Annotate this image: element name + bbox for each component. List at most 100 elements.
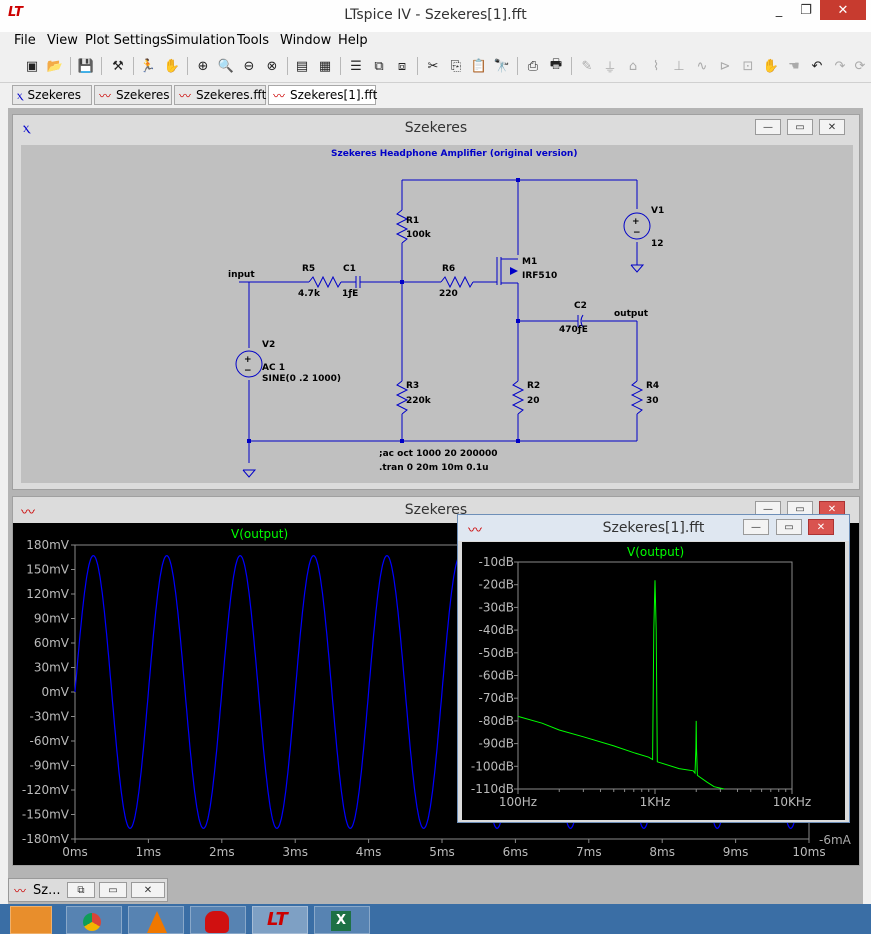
rotate-icon[interactable]: ⟳ xyxy=(854,58,866,74)
menu-help[interactable]: Help xyxy=(338,33,368,48)
fft-trace-label[interactable]: V(output) xyxy=(627,545,685,559)
r6-value[interactable]: 220 xyxy=(439,289,458,299)
fft-window-titlebar[interactable]: 〰 Szekeres[1].fft — ▭ ✕ xyxy=(458,515,849,541)
tab-fft[interactable]: 〰Szekeres.fft xyxy=(174,85,266,105)
media-player-icon[interactable] xyxy=(10,906,52,934)
minimize-button[interactable]: _ xyxy=(775,2,783,18)
r1-value[interactable]: 100k xyxy=(406,230,431,240)
v2-ac[interactable]: AC 1 xyxy=(262,363,285,373)
transient-window-titlebar[interactable]: 〰 Szekeres — ▭ ✕ xyxy=(13,497,859,523)
app-red-icon[interactable] xyxy=(190,906,246,934)
save-icon[interactable]: 💾 xyxy=(77,58,95,74)
transient-maximize-button[interactable]: ▭ xyxy=(787,501,813,517)
schematic-maximize-button[interactable]: ▭ xyxy=(787,119,813,135)
cascade-icon[interactable]: ⧈ xyxy=(397,58,407,74)
minimized-restore-button[interactable]: ⧉ xyxy=(67,882,95,898)
v1-name[interactable]: V1 xyxy=(651,206,665,216)
fft-maximize-button[interactable]: ▭ xyxy=(776,519,802,535)
c1-name[interactable]: C1 xyxy=(343,264,356,274)
run-icon[interactable]: 🏃 xyxy=(139,58,157,74)
r2-name[interactable]: R2 xyxy=(527,381,541,391)
wire-icon[interactable]: ✎ xyxy=(581,58,593,74)
menu-file[interactable]: File xyxy=(14,33,36,48)
menu-simulation[interactable]: Simulation xyxy=(166,33,236,48)
zoom-fit-icon[interactable]: ⊗ xyxy=(266,58,278,74)
paste-icon[interactable]: 📋 xyxy=(470,58,488,74)
minimized-maximize-button[interactable]: ▭ xyxy=(99,882,127,898)
redo-icon[interactable]: ↷ xyxy=(834,58,846,74)
ltspice-task-icon[interactable]: LT xyxy=(252,906,308,934)
v1-value[interactable]: 12 xyxy=(651,239,664,249)
spice-directive-tran[interactable]: .tran 0 20m 10m 0.1u xyxy=(379,463,489,473)
r3-value[interactable]: 220k xyxy=(406,396,431,406)
v2-name[interactable]: V2 xyxy=(262,340,276,350)
autorange-icon[interactable]: ▤ xyxy=(295,58,309,74)
print-icon[interactable]: 🖶 xyxy=(549,57,563,72)
find-icon[interactable]: 🔭 xyxy=(493,58,511,74)
label-output[interactable]: output xyxy=(614,309,649,319)
m1-name[interactable]: M1 xyxy=(522,257,538,267)
print-setup-icon[interactable]: ⎙ xyxy=(527,58,539,74)
new-schematic-icon[interactable]: ▣ xyxy=(25,58,39,74)
schematic-window-titlebar[interactable]: ⲭ Szekeres — ▭ ✕ xyxy=(13,115,859,141)
open-icon[interactable]: 📂 xyxy=(46,58,64,74)
menu-tools[interactable]: Tools xyxy=(237,33,270,48)
ground-icon[interactable]: ⏚ xyxy=(603,60,617,76)
component-icon[interactable]: ⊡ xyxy=(742,58,754,74)
autoscale-icon[interactable]: ▦ xyxy=(318,58,332,74)
tab-waveform[interactable]: 〰Szekeres xyxy=(94,85,172,105)
minimized-close-button[interactable]: ✕ xyxy=(131,882,165,898)
zoom-in-icon[interactable]: ⊕ xyxy=(197,58,209,74)
transient-trace-label[interactable]: V(output) xyxy=(231,527,289,541)
fft-close-button[interactable]: ✕ xyxy=(808,519,834,535)
c2-name[interactable]: C2 xyxy=(574,301,587,311)
drag-icon[interactable]: ☚ xyxy=(788,58,800,74)
tile-horizontal-icon[interactable]: ☰ xyxy=(350,58,362,74)
r4-name[interactable]: R4 xyxy=(646,381,660,391)
minimized-window[interactable]: 〰 Sz... ⧉ ▭ ✕ xyxy=(8,878,168,902)
cut-icon[interactable]: ✂ xyxy=(427,58,439,74)
pan-icon[interactable]: ✋ xyxy=(163,58,181,74)
r6-name[interactable]: R6 xyxy=(442,264,456,274)
r5-name[interactable]: R5 xyxy=(302,264,316,274)
zoom-out-icon[interactable]: ⊖ xyxy=(243,58,255,74)
excel-icon[interactable]: X xyxy=(314,906,370,934)
schematic-canvas[interactable]: + + − − Szekeres Headphone Amplifier (or… xyxy=(21,145,853,483)
fft-minimize-button[interactable]: — xyxy=(743,519,769,535)
diode-icon[interactable]: ⊳ xyxy=(719,58,731,74)
r3-name[interactable]: R3 xyxy=(406,381,420,391)
x-tick-label: 9ms xyxy=(723,845,749,859)
resistor-icon[interactable]: ⌇ xyxy=(652,58,660,74)
label-icon[interactable]: ⌂ xyxy=(628,58,638,74)
r4-value[interactable]: 30 xyxy=(646,396,659,406)
zoom-area-icon[interactable]: 🔍 xyxy=(217,58,235,74)
menu-plot-settings[interactable]: Plot Settings xyxy=(85,33,167,48)
maximize-button[interactable]: ❐ xyxy=(800,2,812,18)
r5-value[interactable]: 4.7k xyxy=(298,289,320,299)
chrome-icon[interactable] xyxy=(66,906,122,934)
inductor-icon[interactable]: ∿ xyxy=(696,58,708,74)
r2-value[interactable]: 20 xyxy=(527,396,540,406)
tile-vertical-icon[interactable]: ⧉ xyxy=(374,58,384,74)
c2-value[interactable]: 470ƒE xyxy=(559,325,588,335)
close-button[interactable]: ✕ xyxy=(820,0,866,20)
spice-directive-ac[interactable]: ;ac oct 1000 20 200000 xyxy=(379,449,498,459)
tab-fft-1[interactable]: 〰Szekeres[1].fft xyxy=(268,85,377,105)
m1-value[interactable]: IRF510 xyxy=(522,271,558,281)
menu-view[interactable]: View xyxy=(47,33,78,48)
schematic-close-button[interactable]: ✕ xyxy=(819,119,845,135)
v2-sine[interactable]: SINE(0 .2 1000) xyxy=(262,374,341,384)
r1-name[interactable]: R1 xyxy=(406,216,420,226)
menu-window[interactable]: Window xyxy=(280,33,332,48)
copy-icon[interactable]: ⎘ xyxy=(450,58,462,74)
fft-plot[interactable]: -10dB-20dB-30dB-40dB-50dB-60dB-70dB-80dB… xyxy=(462,542,845,820)
label-input[interactable]: input xyxy=(228,270,255,280)
capacitor-icon[interactable]: ⊥ xyxy=(673,58,685,74)
undo-icon[interactable]: ↶ xyxy=(811,58,823,74)
control-panel-icon[interactable]: ⚒ xyxy=(112,58,124,74)
move-icon[interactable]: ✋ xyxy=(762,58,780,74)
vlc-icon[interactable] xyxy=(128,906,184,934)
schematic-minimize-button[interactable]: — xyxy=(755,119,781,135)
c1-value[interactable]: 1ƒE xyxy=(342,289,359,299)
